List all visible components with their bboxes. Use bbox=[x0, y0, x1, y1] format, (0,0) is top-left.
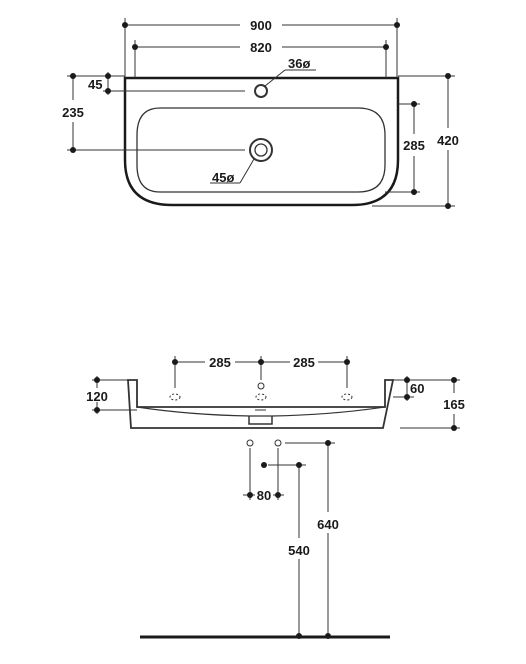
basin-outline-top bbox=[123, 76, 400, 207]
dim-165: 165 bbox=[443, 397, 465, 412]
dim-45: 45 bbox=[88, 77, 102, 92]
fixing-hole-left bbox=[246, 439, 254, 447]
dim-540: 540 bbox=[288, 543, 310, 558]
dim-60: 60 bbox=[410, 381, 424, 396]
dim-235: 235 bbox=[62, 105, 84, 120]
front-view: 285 285 120 60 165 8 bbox=[86, 355, 465, 639]
top-view: 900 820 36ø 45 235 45ø bbox=[62, 18, 459, 209]
drain-nub bbox=[248, 416, 273, 425]
dim-285-left: 285 bbox=[209, 355, 231, 370]
tap-hole-center bbox=[255, 393, 267, 401]
dim-45-diameter: 45ø bbox=[212, 170, 234, 185]
bowl-outline-top bbox=[136, 107, 386, 193]
basin-outline-front bbox=[127, 379, 395, 429]
fixing-hole-right bbox=[274, 439, 282, 447]
dim-285-right: 285 bbox=[293, 355, 315, 370]
tap-hole-right bbox=[341, 393, 353, 401]
overflow-hole bbox=[257, 382, 265, 390]
drain-inner bbox=[254, 143, 268, 157]
dim-285-top: 285 bbox=[403, 138, 425, 153]
bowl-line-front bbox=[136, 406, 386, 417]
tap-hole bbox=[254, 84, 268, 98]
tap-hole-left bbox=[169, 393, 181, 401]
dim-820: 820 bbox=[250, 40, 272, 55]
dim-640: 640 bbox=[317, 517, 339, 532]
dim-900: 900 bbox=[250, 18, 272, 33]
dim-36-diameter: 36ø bbox=[288, 56, 310, 71]
dim-120: 120 bbox=[86, 389, 108, 404]
drain-outer bbox=[249, 138, 273, 162]
dim-80: 80 bbox=[257, 488, 271, 503]
dim-420: 420 bbox=[437, 133, 459, 148]
drain-outlet bbox=[261, 462, 267, 468]
